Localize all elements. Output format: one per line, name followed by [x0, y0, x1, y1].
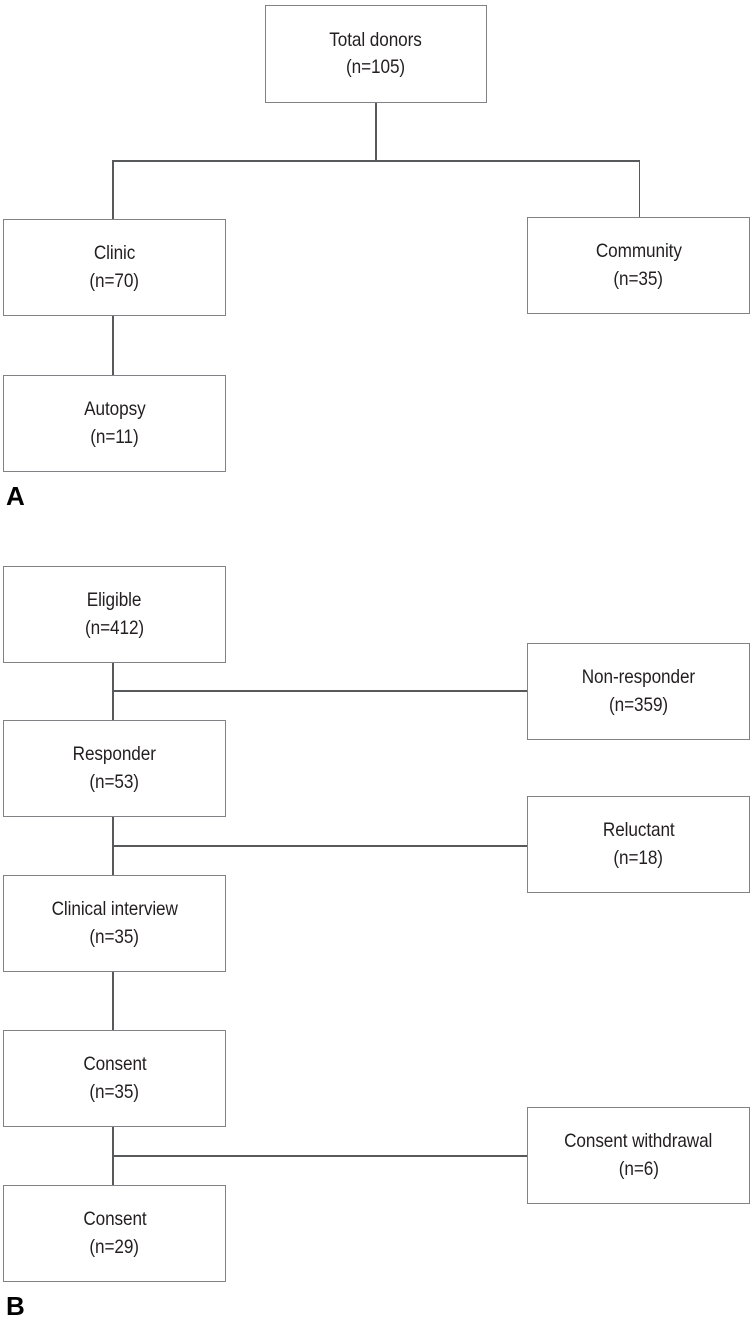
panel-b-label: B — [6, 1291, 25, 1321]
node-clinic-title: Clinic — [93, 242, 136, 265]
panel-a-label: A — [6, 481, 25, 511]
node-total-donors: Total donors (n=105) — [265, 5, 487, 103]
edge-total-donors-split — [112, 160, 640, 162]
node-community-count: (n=35) — [613, 267, 664, 290]
node-community: Community (n=35) — [527, 217, 750, 314]
node-autopsy-title: Autopsy — [83, 398, 146, 421]
node-autopsy-count: (n=11) — [90, 425, 139, 448]
node-consent-withdrawal: Consent withdrawal (n=6) — [527, 1107, 750, 1204]
node-clinical-interview-count: (n=35) — [89, 925, 140, 948]
node-consent-initial: Consent (n=35) — [3, 1030, 226, 1127]
node-consent-initial-count: (n=35) — [89, 1080, 140, 1103]
node-consent-final-title: Consent — [82, 1208, 147, 1231]
node-clinical-interview-title: Clinical interview — [51, 898, 178, 921]
node-eligible-count: (n=412) — [84, 616, 145, 639]
node-eligible-title: Eligible — [87, 589, 142, 612]
node-non-responder-count: (n=359) — [608, 693, 669, 716]
node-non-responder: Non-responder (n=359) — [527, 643, 750, 740]
node-clinic: Clinic (n=70) — [3, 219, 226, 316]
node-responder-count: (n=53) — [89, 770, 140, 793]
node-reluctant: Reluctant (n=18) — [527, 796, 750, 893]
node-reluctant-count: (n=18) — [613, 846, 664, 869]
node-autopsy: Autopsy (n=11) — [3, 375, 226, 472]
node-total-donors-title: Total donors — [329, 28, 423, 51]
node-reluctant-title: Reluctant — [602, 819, 675, 842]
node-total-donors-count: (n=105) — [346, 56, 406, 78]
edge-consent-to-consent-withdrawal — [112, 1155, 527, 1157]
edge-split-to-community — [638, 160, 640, 217]
node-consent-withdrawal-title: Consent withdrawal — [564, 1130, 713, 1153]
node-clinic-count: (n=70) — [89, 269, 140, 292]
node-responder: Responder (n=53) — [3, 720, 226, 817]
edge-responder-to-reluctant — [112, 845, 527, 847]
node-consent-initial-title: Consent — [82, 1053, 147, 1076]
edge-eligible-to-non-responder — [112, 690, 527, 692]
node-consent-withdrawal-count: (n=6) — [618, 1157, 659, 1180]
edge-split-to-clinic — [112, 160, 114, 219]
edge-eligible-to-responder — [112, 663, 114, 720]
node-responder-title: Responder — [72, 743, 157, 766]
node-consent-final: Consent (n=29) — [3, 1185, 226, 1282]
node-clinical-interview: Clinical interview (n=35) — [3, 875, 226, 972]
edge-total-donors-stem — [375, 103, 377, 161]
edge-clinic-to-autopsy — [112, 316, 114, 375]
node-eligible: Eligible (n=412) — [3, 566, 226, 663]
node-consent-final-count: (n=29) — [89, 1235, 140, 1258]
edge-clinical-interview-to-consent — [112, 972, 114, 1030]
node-non-responder-title: Non-responder — [581, 666, 696, 689]
node-community-title: Community — [595, 240, 682, 263]
